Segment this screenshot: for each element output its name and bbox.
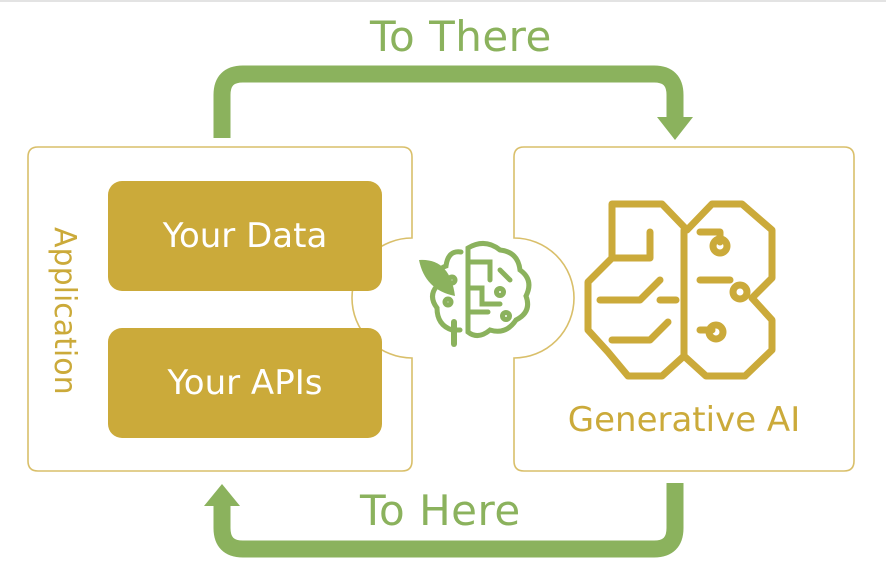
- brain-leaf-icon: [419, 241, 532, 347]
- application-frame: [27, 146, 413, 472]
- to-there-arrow: [213, 65, 684, 138]
- your-apis-box: Your APIs: [108, 328, 382, 438]
- generative-ai-label: Generative AI: [567, 400, 801, 440]
- to-there-arrowhead: [657, 117, 693, 140]
- generative-ai-frame: [513, 146, 855, 472]
- top-divider: [0, 0, 886, 2]
- to-here-arrow: [213, 483, 684, 558]
- application-label: Application: [47, 227, 82, 395]
- to-there-label: To There: [370, 12, 552, 61]
- to-here-label: To Here: [360, 486, 521, 535]
- your-apis-label: Your APIs: [167, 363, 323, 403]
- to-here-arrowhead: [204, 484, 240, 506]
- your-data-label: Your Data: [162, 216, 328, 256]
- circuit-brain-icon: [584, 200, 776, 380]
- your-data-box: Your Data: [108, 181, 382, 291]
